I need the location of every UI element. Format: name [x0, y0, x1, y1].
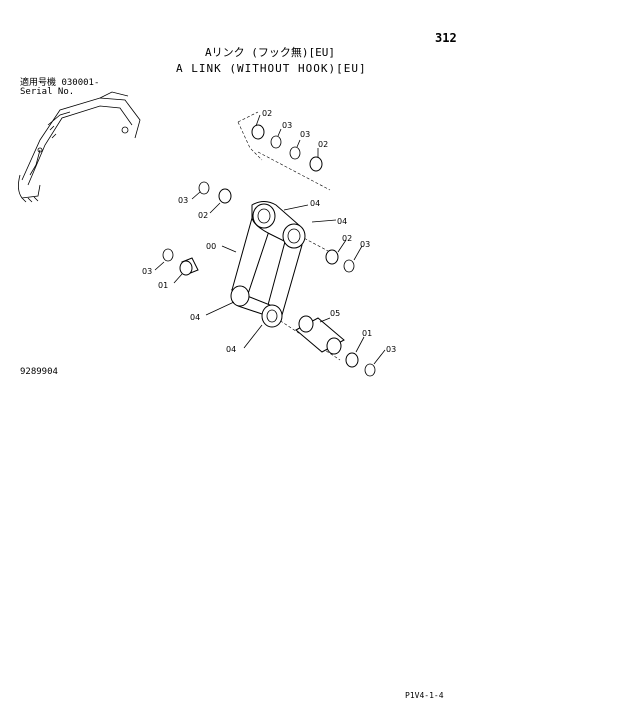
ring-03-left [198, 181, 210, 195]
part-label-03: 03 [178, 196, 188, 205]
top-parts [251, 124, 323, 172]
part-labels: 02 03 03 02 03 02 04 04 00 02 03 03 01 04 05 01 04 03 [142, 109, 396, 354]
footer-code: P1V4-1-4 [405, 691, 444, 700]
part-label-03: 03 [142, 267, 152, 276]
serial-range: 030001- [61, 78, 100, 88]
bushing-02-left [218, 188, 232, 204]
part-label-04: 04 [337, 217, 347, 226]
part-label-02: 02 [262, 109, 272, 118]
ring-03-right [343, 259, 355, 273]
ring-03-top [270, 135, 282, 149]
ring-03-top2 [289, 146, 301, 160]
part-label-01: 01 [362, 329, 372, 338]
pin-01-left [179, 257, 199, 276]
part-label-04: 04 [226, 345, 236, 354]
part-label-03: 03 [386, 345, 396, 354]
title-japanese: Aリンク (フック無)[EU] [205, 46, 335, 59]
part-label-04: 04 [190, 313, 200, 322]
drawing-number: 9289904 [20, 367, 58, 377]
ring-03-lower-right [364, 363, 376, 377]
part-label-04: 04 [310, 199, 320, 208]
serial-label-jp: 適用号機 030001- [20, 79, 99, 88]
part-label-05: 05 [330, 309, 340, 318]
page-number: 312 [435, 31, 457, 45]
part-label-03: 03 [282, 121, 292, 130]
pin-01-right [345, 352, 359, 368]
title-english: A LINK (WITHOUT HOOK)[EU] [176, 62, 367, 75]
bushing-02-top [251, 124, 265, 140]
pin-05 [295, 315, 345, 355]
ring-03-lower-left [162, 248, 174, 262]
part-label-02: 02 [318, 140, 328, 149]
excavator-thumbnail [18, 91, 141, 203]
bushing-02-right [325, 249, 339, 265]
part-label-03: 03 [360, 240, 370, 249]
part-label-01: 01 [158, 281, 168, 290]
part-label-02: 02 [198, 211, 208, 220]
part-label-00: 00 [206, 242, 216, 251]
bushing-02-top2 [309, 156, 323, 172]
leader-lines [154, 114, 386, 365]
part-label-03: 03 [300, 130, 310, 139]
part-label-02: 02 [342, 234, 352, 243]
serial-label-en: Serial No. [20, 87, 75, 97]
serial-label: 適用号機 [20, 78, 57, 88]
a-link-body [230, 201, 306, 328]
